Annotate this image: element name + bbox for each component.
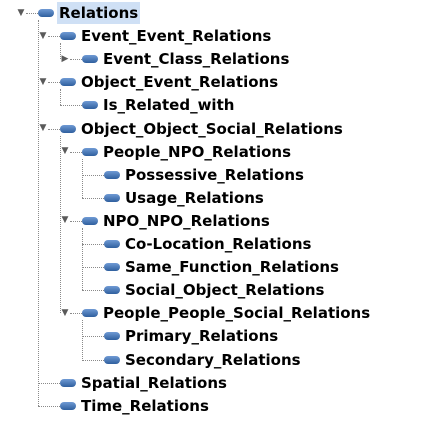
folder-icon bbox=[82, 55, 98, 64]
tree-node-label: Spatial_Relations bbox=[81, 373, 227, 392]
tree-guide-horizontal bbox=[70, 313, 82, 315]
tree-guide-horizontal bbox=[38, 382, 60, 384]
tree-node-label: Possessive_Relations bbox=[125, 165, 304, 184]
tree-guide-horizontal bbox=[82, 290, 104, 292]
tree-guide-horizontal bbox=[82, 244, 104, 245]
folder-icon bbox=[38, 9, 54, 17]
tree-node-relations[interactable]: Relations bbox=[38, 2, 141, 25]
tree-node-label: Social_Object_Relations bbox=[125, 281, 325, 300]
tree-node-possessive-relations[interactable]: Possessive_Relations bbox=[104, 163, 306, 186]
tree-node-event-event-relations[interactable]: Event_Event_Relations bbox=[60, 25, 273, 48]
tree-node-label: Same_Function_Relations bbox=[125, 258, 339, 277]
tree-node-npo-npo-relations[interactable]: NPO_NPO_Relations bbox=[82, 209, 272, 232]
tree-node-secondary-relations[interactable]: Secondary_Relations bbox=[104, 348, 303, 371]
folder-icon bbox=[104, 240, 120, 248]
folder-icon bbox=[104, 286, 120, 295]
tree-node-object-event-relations[interactable]: Object_Event_Relations bbox=[60, 71, 280, 94]
tree-guide-vertical bbox=[82, 320, 83, 360]
triangle-down-icon[interactable]: ▼ bbox=[38, 123, 48, 134]
tree-guide-horizontal bbox=[48, 36, 60, 38]
folder-icon bbox=[60, 401, 76, 410]
tree-node-primary-relations[interactable]: Primary_Relations bbox=[104, 325, 280, 348]
folder-icon bbox=[104, 332, 120, 341]
tree-guide-vertical bbox=[82, 158, 83, 198]
tree-node-same-function-relations[interactable]: Same_Function_Relations bbox=[104, 256, 341, 279]
tree-node-co-location-relations[interactable]: Co-Location_Relations bbox=[104, 233, 313, 256]
folder-icon bbox=[82, 309, 98, 318]
tree-node-people-npo-relations[interactable]: People_NPO_Relations bbox=[82, 140, 293, 163]
tree-guide-horizontal bbox=[70, 220, 82, 222]
tree-node-label: Object_Object_Social_Relations bbox=[81, 119, 343, 138]
tree-node-object-object-social-relations[interactable]: Object_Object_Social_Relations bbox=[60, 117, 345, 140]
triangle-down-icon[interactable]: ▼ bbox=[60, 307, 70, 319]
tree-node-label: People_NPO_Relations bbox=[103, 142, 292, 161]
triangle-right-icon[interactable]: ▶ bbox=[60, 53, 70, 65]
triangle-down-icon[interactable]: ▼ bbox=[38, 30, 48, 42]
tree-node-spatial-relations[interactable]: Spatial_Relations bbox=[60, 371, 229, 394]
tree-guide-horizontal bbox=[48, 82, 60, 84]
folder-icon bbox=[82, 147, 98, 156]
tree-node-social-object-relations[interactable]: Social_Object_Relations bbox=[104, 279, 326, 302]
tree-guide-horizontal bbox=[70, 59, 82, 61]
folder-icon bbox=[104, 170, 120, 179]
tree-guide-horizontal bbox=[82, 359, 104, 361]
tree-guide-horizontal bbox=[60, 105, 82, 107]
folder-icon bbox=[60, 124, 76, 133]
tree-node-label: Event_Event_Relations bbox=[81, 27, 272, 46]
folder-icon bbox=[104, 193, 120, 202]
tree-guide-horizontal bbox=[70, 151, 82, 153]
tree-guide-horizontal bbox=[82, 267, 104, 269]
triangle-down-icon[interactable]: ▼ bbox=[60, 215, 70, 226]
tree-node-event-class-relations[interactable]: Event_Class_Relations bbox=[82, 48, 291, 71]
tree-node-label: Object_Event_Relations bbox=[81, 73, 279, 92]
folder-icon bbox=[60, 378, 76, 387]
folder-icon bbox=[82, 216, 98, 225]
folder-icon bbox=[60, 32, 76, 41]
tree-node-label: Relations bbox=[57, 2, 141, 24]
tree-node-label: Is_Related_with bbox=[103, 96, 235, 115]
tree-node-label: People_People_Social_Relations bbox=[103, 304, 371, 323]
tree-node-label: Co-Location_Relations bbox=[125, 235, 312, 253]
triangle-down-icon[interactable]: ▼ bbox=[38, 76, 48, 88]
tree-guide-horizontal bbox=[82, 197, 104, 199]
tree-guide-horizontal bbox=[48, 128, 60, 130]
tree-node-label: NPO_NPO_Relations bbox=[103, 211, 270, 230]
tree-node-people-people-social-relations[interactable]: People_People_Social_Relations bbox=[82, 302, 372, 325]
triangle-down-icon[interactable]: ▼ bbox=[60, 146, 70, 157]
triangle-down-icon[interactable]: ▼ bbox=[16, 7, 26, 18]
tree-guide-horizontal bbox=[26, 13, 38, 14]
tree-node-usage-relations[interactable]: Usage_Relations bbox=[104, 186, 266, 209]
tree-guide-horizontal bbox=[38, 405, 60, 407]
folder-icon bbox=[82, 101, 98, 110]
tree-node-label: Time_Relations bbox=[81, 396, 209, 415]
tree-guide-vertical bbox=[82, 227, 83, 291]
tree-guide-horizontal bbox=[82, 174, 104, 176]
tree-node-label: Secondary_Relations bbox=[125, 350, 301, 369]
folder-icon bbox=[104, 263, 120, 272]
tree-node-label: Primary_Relations bbox=[125, 327, 279, 346]
tree-node-time-relations[interactable]: Time_Relations bbox=[60, 394, 211, 417]
tree-guide-horizontal bbox=[82, 336, 104, 338]
tree-node-is-related-with[interactable]: Is_Related_with bbox=[82, 94, 236, 117]
tree-node-label: Event_Class_Relations bbox=[103, 50, 290, 69]
tree-node-label: Usage_Relations bbox=[125, 188, 264, 207]
folder-icon bbox=[60, 78, 76, 87]
folder-icon bbox=[104, 355, 120, 364]
